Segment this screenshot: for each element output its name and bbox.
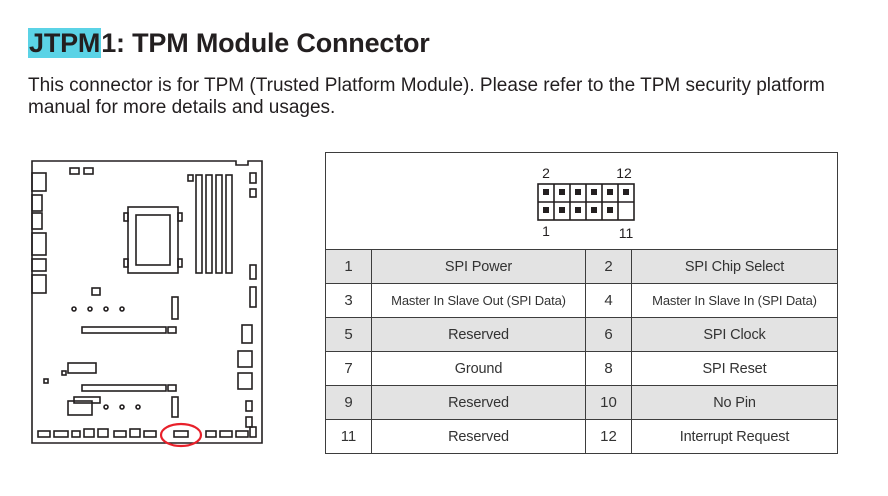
table-row: 7 Ground 8 SPI Reset (325, 351, 838, 386)
pin-number: 4 (585, 283, 632, 318)
pin-number: 11 (325, 419, 372, 454)
pin-signal: Reserved (371, 385, 586, 420)
connector-diagram-row: 2 12 (325, 152, 838, 250)
jtpm1-location-marker (159, 422, 203, 448)
title-rest: 1: TPM Module Connector (101, 28, 430, 58)
description-text: This connector is for TPM (Trusted Platf… (28, 75, 825, 118)
label-pin-11: 11 (618, 225, 633, 241)
table-row: 11 Reserved 12 Interrupt Request (325, 419, 838, 454)
table-row: 5 Reserved 6 SPI Clock (325, 317, 838, 352)
pin-signal: Interrupt Request (631, 419, 838, 454)
pin-number: 9 (325, 385, 372, 420)
pin-signal: Master In Slave Out (SPI Data) (371, 283, 586, 318)
pin-signal: SPI Clock (631, 317, 838, 352)
title-highlight: JTPM (28, 28, 102, 58)
motherboard-outline-icon (31, 160, 263, 448)
table-row: 3 Master In Slave Out (SPI Data) 4 Maste… (325, 283, 838, 318)
pin-signal: SPI Chip Select (631, 249, 838, 284)
label-pin-12: 12 (616, 165, 632, 181)
page-title: JTPM1: TPM Module Connector (28, 28, 430, 59)
pin-signal: Master In Slave In (SPI Data) (631, 283, 838, 318)
pin-number: 2 (585, 249, 632, 284)
pin-signal: Reserved (371, 317, 586, 352)
pin-header-icon: 2 12 (536, 165, 635, 241)
pin-number: 7 (325, 351, 372, 386)
label-pin-1: 1 (542, 223, 550, 239)
pin-number: 5 (325, 317, 372, 352)
pin-signal: No Pin (631, 385, 838, 420)
pin-number: 8 (585, 351, 632, 386)
pin-number: 10 (585, 385, 632, 420)
pin-definition-table: 2 12 (325, 152, 838, 454)
connector-diagram-cell: 2 12 (325, 152, 838, 250)
pin-number: 6 (585, 317, 632, 352)
table-row: 1 SPI Power 2 SPI Chip Select (325, 249, 838, 284)
pin-number: 3 (325, 283, 372, 318)
pin-signal: SPI Power (371, 249, 586, 284)
pin-signal: SPI Reset (631, 351, 838, 386)
pin-number: 12 (585, 419, 632, 454)
label-pin-2: 2 (542, 165, 550, 181)
pin-signal: Ground (371, 351, 586, 386)
table-row: 9 Reserved 10 No Pin (325, 385, 838, 420)
pin-number: 1 (325, 249, 372, 284)
pin-signal: Reserved (371, 419, 586, 454)
